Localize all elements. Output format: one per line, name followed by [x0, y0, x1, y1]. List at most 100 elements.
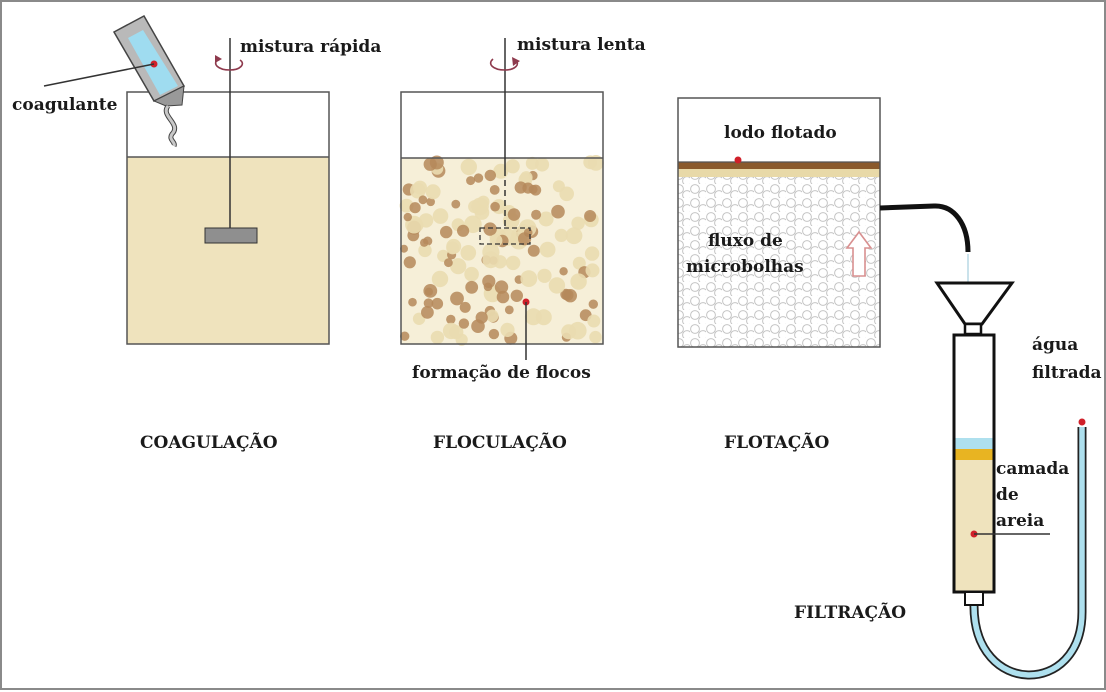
floc-particle: [400, 244, 408, 253]
floc-particle: [423, 284, 438, 298]
floc-particle: [464, 266, 479, 282]
floc-particle: [523, 228, 533, 237]
coagulation-caption: COAGULAÇÃO: [140, 431, 278, 453]
floc-particle: [520, 270, 538, 287]
floc-particle: [505, 255, 521, 271]
flocculation-stage: mistura lenta formação de flocos FLOCULA…: [399, 35, 646, 453]
sand-layer-label-line1: camada: [996, 459, 1069, 479]
floc-particle: [420, 238, 429, 247]
floc-particle: [484, 169, 496, 182]
microbubble-label-line1: fluxo de: [708, 231, 783, 251]
sludge-marker: [734, 156, 742, 164]
floc-particle: [490, 201, 500, 212]
floc-particle: [535, 157, 550, 172]
floc-particle: [535, 309, 552, 326]
floc-particle: [410, 182, 426, 199]
floc-particle: [527, 244, 540, 257]
floc-particle: [585, 263, 600, 278]
floc-particle: [446, 241, 459, 255]
flotation-tank: [677, 97, 881, 348]
floc-particle: [584, 246, 600, 261]
floc-particle: [400, 331, 410, 341]
floc-particle: [589, 330, 602, 344]
column-outlet: [964, 591, 984, 606]
floc-particle: [423, 298, 434, 309]
floc-particle: [504, 305, 514, 315]
floc-particle: [559, 267, 568, 276]
flotation-stage: lodo flotado fluxo de microbolhas FLOTAÇ…: [677, 97, 881, 453]
flotation-sludge-foam: [678, 169, 880, 177]
floc-particle: [584, 210, 597, 222]
floc-particle: [431, 270, 449, 288]
floc-particle: [403, 256, 416, 269]
floc-particle: [485, 309, 499, 323]
floc-particle: [459, 301, 471, 313]
column-water-layer: [954, 438, 994, 449]
floc-particle: [440, 225, 453, 239]
floc-particle: [458, 318, 470, 329]
floc-particle: [418, 195, 428, 205]
floc-particle: [450, 291, 464, 306]
floc-particle: [538, 211, 554, 227]
floc-particle: [565, 227, 583, 245]
floc-particle: [446, 314, 456, 325]
floc-particle: [510, 289, 523, 302]
floc-particle: [551, 204, 565, 219]
floc-particle: [460, 158, 477, 176]
floc-particle: [466, 176, 476, 186]
rapid-mix-label: mistura rápida: [240, 37, 381, 57]
floc-particle: [475, 311, 488, 324]
floc-particle: [488, 328, 500, 340]
rotation-icon: [214, 58, 244, 71]
floc-particle: [430, 330, 445, 345]
column-gravel-layer: [954, 449, 994, 460]
outlet-tube-water: [971, 427, 1085, 678]
rotation-icon-2: [489, 58, 519, 71]
transfer-pipe: [879, 203, 971, 253]
coagulation-stage: coagulante mistura rápida COAGULAÇÃO: [12, 14, 381, 453]
floated-sludge-label: lodo flotado: [724, 123, 837, 143]
filter-funnel: [934, 281, 1015, 326]
floc-particle: [408, 297, 417, 307]
floc-particle: [561, 324, 577, 340]
floc-particle: [482, 251, 500, 269]
slow-mixer-paddle: [479, 227, 531, 245]
slow-mix-label: mistura lenta: [517, 35, 646, 55]
floc-formation-label: formação de flocos: [412, 363, 591, 383]
floc-particle: [587, 314, 601, 328]
funnel-stem: [963, 322, 983, 336]
floc-particle: [468, 200, 482, 214]
flotation-bubble-zone: [678, 174, 880, 347]
filtered-water-label-line1: água: [1032, 335, 1078, 355]
filtration-caption: FILTRAÇÃO: [794, 601, 906, 623]
floc-particle: [539, 241, 556, 258]
floc-particle: [465, 280, 479, 294]
floc-particle: [489, 234, 503, 247]
floc-particle: [450, 258, 467, 275]
floc-particle: [432, 208, 449, 224]
coagulation-tank-water: [127, 157, 329, 344]
floc-particle: [588, 155, 604, 171]
floc-particle: [571, 216, 585, 230]
flocculation-tank: [400, 91, 604, 345]
floc-particle: [451, 199, 461, 209]
microbubble-label-line2: microbolhas: [686, 257, 804, 277]
floc-particle: [425, 184, 441, 200]
floc-particles: [399, 155, 604, 346]
floc-particle: [559, 186, 574, 202]
floc-particle: [507, 208, 521, 221]
sand-layer-label-line2: de: [996, 485, 1019, 505]
floc-particle: [403, 212, 412, 222]
upward-flow-arrow-icon: [845, 230, 873, 277]
rapid-mixer-paddle: [204, 227, 258, 244]
sand-layer-label-line3: areia: [996, 511, 1044, 531]
flotation-caption: FLOTAÇÃO: [724, 431, 829, 453]
floc-particle: [423, 157, 437, 171]
floc-particle: [570, 273, 587, 290]
floc-particle: [431, 297, 444, 310]
floc-particle: [588, 299, 598, 309]
floc-particle: [496, 290, 510, 304]
filtered-water-marker: [1078, 418, 1086, 426]
